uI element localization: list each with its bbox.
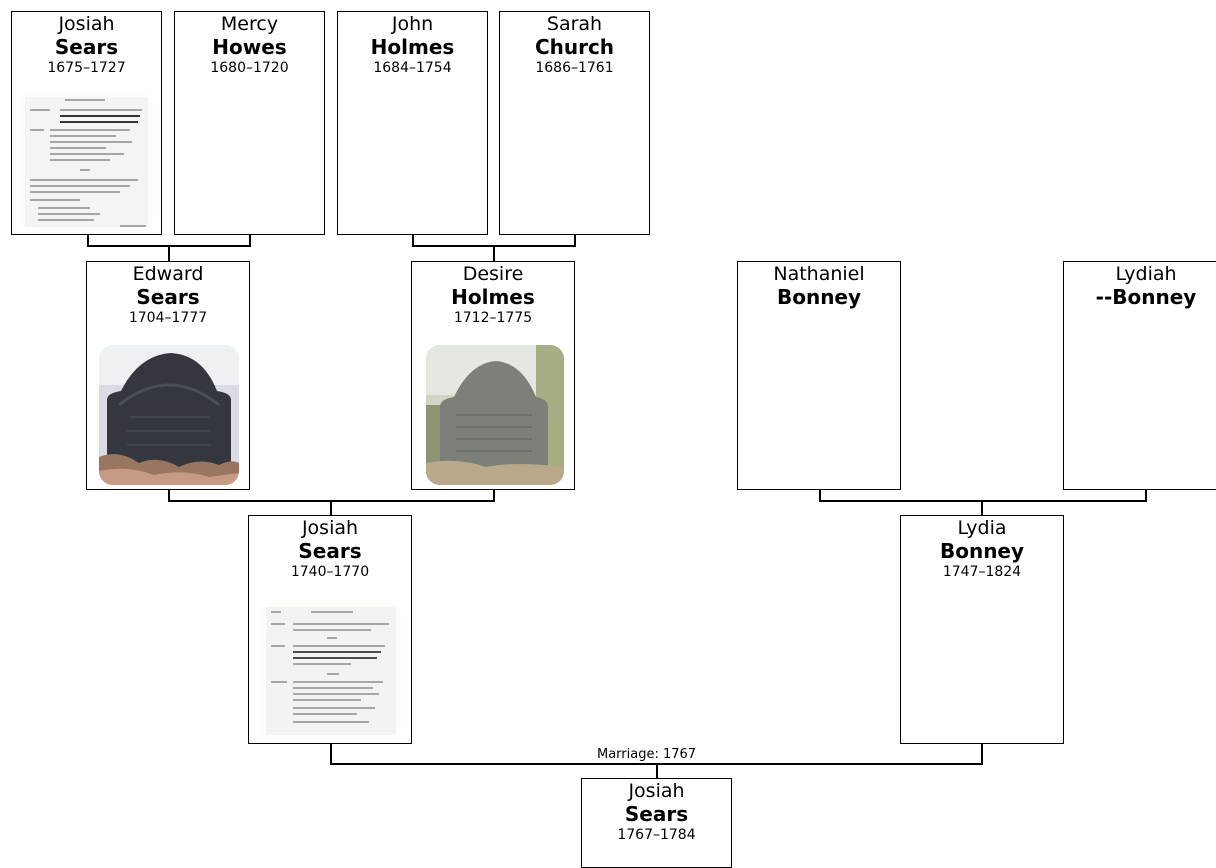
document-scan-photo[interactable] <box>261 602 401 740</box>
first-name: Sarah <box>546 13 603 35</box>
person-card-josiah-sears-1740[interactable]: Josiah Sears 1740–1770 <box>248 515 412 744</box>
first-name: Josiah <box>628 780 685 802</box>
life-dates: 1704–1777 <box>128 310 208 326</box>
last-name: Bonney <box>939 539 1025 563</box>
first-name: Mercy <box>220 13 279 35</box>
life-dates: 1740–1770 <box>290 564 370 580</box>
person-card-lydiah-bonney[interactable]: Lydiah --Bonney <box>1063 261 1216 490</box>
first-name: John <box>391 13 434 35</box>
life-dates: 1675–1727 <box>47 60 126 76</box>
life-dates: 1684–1754 <box>373 60 452 76</box>
last-name: Sears <box>624 802 689 826</box>
first-name: Desire <box>462 263 524 285</box>
person-card-nathaniel-bonney[interactable]: Nathaniel Bonney <box>737 261 901 490</box>
last-name: Sears <box>54 35 119 59</box>
life-dates: 1686–1761 <box>535 60 614 76</box>
life-dates: 1767–1784 <box>617 827 696 843</box>
first-name: Lydiah <box>1115 263 1177 285</box>
last-name: Howes <box>212 35 287 59</box>
last-name: Sears <box>298 539 362 563</box>
person-card-josiah-sears-1675[interactable]: Josiah Sears 1675–1727 <box>11 11 162 235</box>
last-name: Holmes <box>451 285 535 309</box>
gravestone-photo[interactable] <box>99 345 239 485</box>
last-name: Holmes <box>370 35 455 59</box>
first-name: Lydia <box>957 517 1007 539</box>
marriage-label: Marriage: 1767 <box>595 747 699 762</box>
gravestone-photo[interactable] <box>426 345 564 485</box>
last-name: Bonney <box>776 285 862 309</box>
last-name: --Bonney <box>1095 285 1197 309</box>
first-name: Josiah <box>301 517 359 539</box>
person-card-josiah-sears-1767[interactable]: Josiah Sears 1767–1784 <box>581 778 732 868</box>
life-dates: 1680–1720 <box>210 60 289 76</box>
life-dates: 1712–1775 <box>453 310 533 326</box>
first-name: Josiah <box>58 13 115 35</box>
life-dates: 1747–1824 <box>942 564 1022 580</box>
person-card-lydia-bonney[interactable]: Lydia Bonney 1747–1824 <box>900 515 1064 744</box>
person-card-john-holmes[interactable]: John Holmes 1684–1754 <box>337 11 488 235</box>
person-card-sarah-church[interactable]: Sarah Church 1686–1761 <box>499 11 650 235</box>
person-card-edward-sears[interactable]: Edward Sears 1704–1777 <box>86 261 250 490</box>
document-scan-photo[interactable] <box>20 92 153 232</box>
last-name: Sears <box>136 285 200 309</box>
first-name: Nathaniel <box>773 263 865 285</box>
first-name: Edward <box>132 263 204 285</box>
person-card-mercy-howes[interactable]: Mercy Howes 1680–1720 <box>174 11 325 235</box>
person-card-desire-holmes[interactable]: Desire Holmes 1712–1775 <box>411 261 575 490</box>
last-name: Church <box>534 35 615 59</box>
